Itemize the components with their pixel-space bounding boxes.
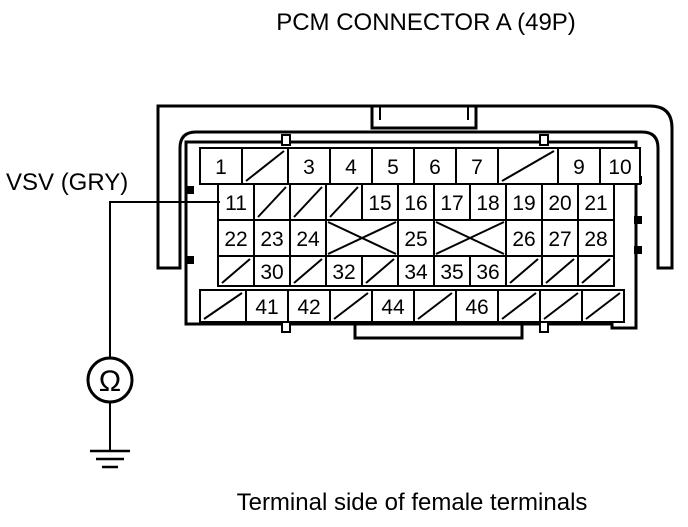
terminal-cell: [577, 255, 615, 287]
connector-bottom-key: [353, 324, 524, 340]
terminal-number: 17: [440, 192, 463, 215]
terminal-cell: 26: [505, 219, 543, 257]
terminal-number: 10: [608, 156, 631, 179]
terminal-cell: [289, 255, 327, 287]
terminal-cell: 30: [253, 255, 291, 287]
terminal-number: 41: [255, 296, 278, 319]
terminal-cell: [325, 219, 399, 257]
terminal-number: 11: [225, 192, 247, 215]
terminal-cell: [199, 289, 247, 323]
terminal-cell: 10: [599, 147, 641, 185]
terminal-number: 32: [332, 261, 355, 284]
terminal-cell: [433, 219, 507, 257]
terminal-number: 44: [381, 296, 405, 319]
terminal-cell: 21: [577, 183, 615, 221]
terminal-cell: [289, 183, 327, 221]
ohmmeter-icon: Ω: [86, 356, 134, 404]
terminal-cell: 15: [361, 183, 399, 221]
terminal-cell: 28: [577, 219, 615, 257]
terminal-number: 34: [404, 261, 428, 284]
terminal-cell: 23: [253, 219, 291, 257]
ground-icon: [90, 449, 130, 469]
terminal-cell: [497, 289, 541, 323]
terminal-number: 9: [573, 156, 585, 179]
terminal-number: 1: [215, 156, 227, 179]
terminal-cell: [581, 289, 625, 323]
terminal-cell: 24: [289, 219, 327, 257]
terminal-number: 16: [404, 192, 427, 215]
terminal-cell: [325, 183, 363, 221]
terminal-number: 20: [548, 192, 571, 215]
terminal-cell: 27: [541, 219, 579, 257]
terminal-cell: [497, 147, 559, 185]
terminal-number: 24: [296, 228, 320, 251]
terminal-cell: 34: [397, 255, 435, 287]
terminal-number: 7: [471, 156, 483, 179]
terminal-cell: 16: [397, 183, 435, 221]
terminal-number: 36: [476, 261, 499, 284]
terminal-number: 21: [584, 192, 607, 215]
terminal-cell: 35: [433, 255, 471, 287]
terminal-number: 3: [303, 156, 315, 179]
terminal-cell: 18: [469, 183, 507, 221]
wire-label: VSV (GRY): [6, 169, 128, 196]
terminal-cell: 11: [217, 183, 255, 221]
meter-symbol: Ω: [99, 365, 121, 398]
diagram-title: PCM CONNECTOR A (49P): [276, 9, 576, 36]
terminal-cell: 44: [371, 289, 415, 323]
terminal-number: 42: [297, 296, 320, 319]
terminal-number: 27: [548, 228, 571, 251]
terminal-number: 30: [260, 261, 283, 284]
connector-body: [184, 140, 638, 330]
terminal-cell: 3: [287, 147, 331, 185]
terminal-cell: 9: [557, 147, 601, 185]
terminal-cell: 7: [455, 147, 499, 185]
terminal-cell: [361, 255, 399, 287]
terminal-cell: 32: [325, 255, 363, 287]
terminal-number: 4: [345, 156, 357, 179]
terminal-cell: [505, 255, 543, 287]
terminal-number: 15: [368, 192, 391, 215]
terminal-number: 18: [476, 192, 499, 215]
terminal-number: 28: [584, 228, 607, 251]
terminal-cell: 20: [541, 183, 579, 221]
terminal-number: 35: [440, 261, 463, 284]
terminal-cell: 4: [329, 147, 373, 185]
terminal-number: 26: [512, 228, 535, 251]
probe-wire: [109, 201, 220, 358]
terminal-cell: [329, 289, 373, 323]
terminal-cell: 17: [433, 183, 471, 221]
terminal-cell: [541, 255, 579, 287]
terminal-cell: [217, 255, 255, 287]
terminal-number: 25: [404, 228, 427, 251]
terminal-number: 23: [260, 228, 283, 251]
terminal-cell: 1: [199, 147, 243, 185]
terminal-cell: 19: [505, 183, 543, 221]
diagram-caption: Terminal side of female terminals: [237, 489, 588, 516]
terminal-cell: 41: [245, 289, 289, 323]
terminal-cell: [241, 147, 289, 185]
terminal-cell: 42: [287, 289, 331, 323]
terminal-number: 5: [387, 156, 399, 179]
terminal-cell: 25: [397, 219, 435, 257]
terminal-cell: 6: [413, 147, 457, 185]
terminal-cell: [253, 183, 291, 221]
terminal-cell: 22: [217, 219, 255, 257]
terminal-cell: [413, 289, 457, 323]
terminal-number: 46: [465, 296, 488, 319]
terminal-cell: 36: [469, 255, 507, 287]
terminal-number: 19: [512, 192, 535, 215]
connector-housing-outer: [156, 104, 674, 270]
terminal-cell: [539, 289, 583, 323]
terminal-number: 22: [224, 228, 247, 251]
connector-latch: [370, 106, 478, 130]
terminal-cell: 46: [455, 289, 499, 323]
terminal-cell: 5: [371, 147, 415, 185]
terminal-number: 6: [429, 156, 441, 179]
